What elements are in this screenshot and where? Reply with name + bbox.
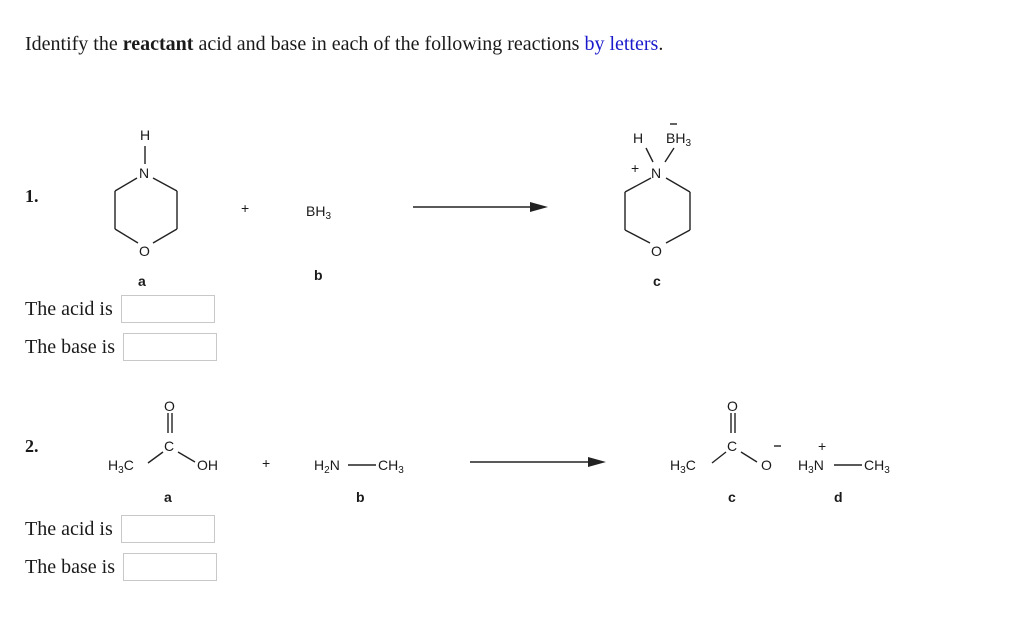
atom-o: O bbox=[139, 243, 150, 259]
svg-text:OH: OH bbox=[197, 457, 218, 473]
by-letters-link: by letters bbox=[584, 33, 659, 55]
question-1-number: 1. bbox=[25, 186, 39, 206]
q2-acid-row: The acid is bbox=[25, 515, 215, 543]
q2-acid-input[interactable] bbox=[120, 515, 215, 543]
plus-sign: + bbox=[241, 200, 249, 216]
label-b: b bbox=[314, 267, 323, 283]
question-2-number: 2. bbox=[25, 436, 39, 456]
label-b-2: b bbox=[356, 489, 365, 505]
svg-text:+: + bbox=[818, 438, 826, 454]
svg-text:+: + bbox=[631, 160, 639, 176]
q2-base-input[interactable] bbox=[122, 553, 217, 581]
q1-acid-row: The acid is bbox=[25, 295, 215, 323]
svg-text:O: O bbox=[727, 398, 738, 414]
svg-text:C: C bbox=[164, 438, 174, 454]
svg-text:H2N: H2N bbox=[314, 457, 340, 476]
q1-base-row: The base is bbox=[25, 333, 217, 361]
svg-text:CH3: CH3 bbox=[378, 457, 404, 476]
instruction-bold: reactant bbox=[122, 33, 194, 55]
svg-text:O: O bbox=[651, 243, 662, 259]
svg-text:BH3: BH3 bbox=[666, 130, 691, 149]
svg-text:H3N: H3N bbox=[798, 457, 824, 476]
atom-n: N bbox=[139, 165, 149, 181]
label-c: c bbox=[653, 273, 661, 289]
svg-text:H3C: H3C bbox=[108, 457, 134, 476]
q2-base-label: The base is bbox=[25, 555, 115, 578]
q1-base-label: The base is bbox=[25, 335, 115, 358]
svg-text:H3C: H3C bbox=[670, 457, 696, 476]
q1-acid-input[interactable] bbox=[120, 295, 215, 323]
q1-base-input[interactable] bbox=[122, 333, 217, 361]
q2-base-row: The base is bbox=[25, 553, 217, 581]
label-d-2: d bbox=[834, 489, 843, 505]
label-a-2: a bbox=[164, 489, 172, 505]
svg-text:H: H bbox=[633, 130, 643, 146]
q2-acid-label: The acid is bbox=[25, 517, 113, 540]
atom-h: H bbox=[140, 127, 150, 143]
svg-text:C: C bbox=[727, 438, 737, 454]
label-c-2: c bbox=[728, 489, 736, 505]
bh3-formula: BH3 bbox=[306, 203, 331, 222]
plus-sign-2: + bbox=[262, 455, 270, 471]
svg-text:N: N bbox=[651, 165, 661, 181]
svg-text:O: O bbox=[761, 457, 772, 473]
svg-text:CH3: CH3 bbox=[864, 457, 890, 476]
q1-acid-label: The acid is bbox=[25, 297, 113, 320]
svg-text:O: O bbox=[164, 398, 175, 414]
instruction-text: Identify the reactant acid and base in e… bbox=[25, 33, 664, 55]
label-a: a bbox=[138, 273, 146, 289]
